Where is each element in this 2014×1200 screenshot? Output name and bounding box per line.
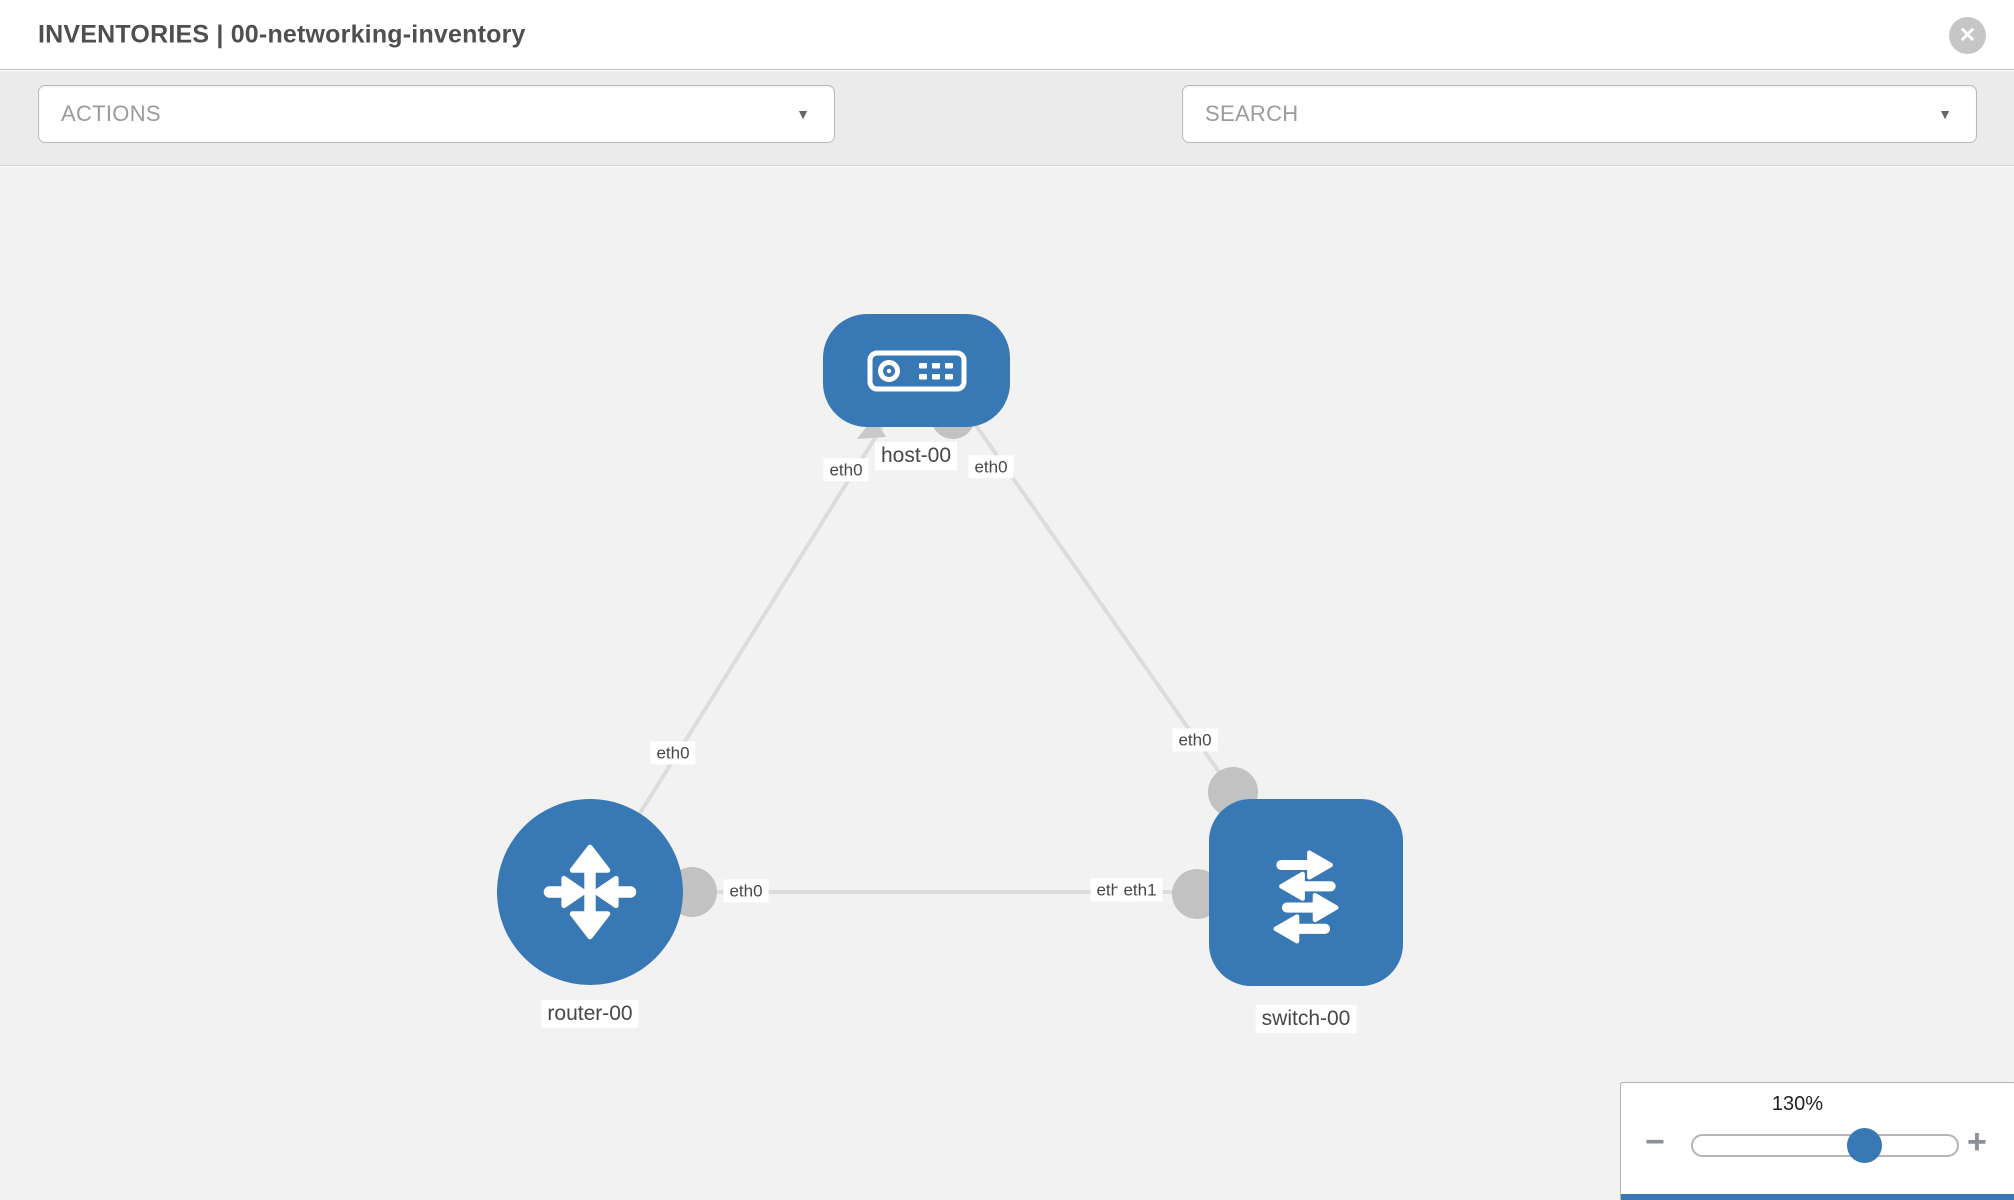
- interface-label: eth0: [968, 455, 1014, 479]
- node-label-router: router-00: [541, 999, 639, 1029]
- interface-label: eth1: [1117, 878, 1163, 902]
- actions-dropdown-label: ACTIONS: [61, 101, 161, 126]
- zoom-out-button[interactable]: −: [1645, 1123, 1665, 1161]
- router-icon: [543, 844, 637, 940]
- node-router-00[interactable]: [497, 799, 683, 985]
- zoom-level-value: 130%: [1771, 1093, 1824, 1115]
- toolbar: ACTIONS ▼ SEARCH ▼: [0, 71, 2014, 205]
- zoom-in-button[interactable]: +: [1967, 1123, 1987, 1161]
- links-layer: [598, 395, 1258, 919]
- node-switch-00[interactable]: [1209, 799, 1403, 986]
- close-button[interactable]: ✕: [1949, 17, 1986, 54]
- switch-icon: [1273, 849, 1339, 943]
- chevron-down-icon: ▼: [1938, 106, 1952, 122]
- node-host-00[interactable]: [823, 314, 1010, 427]
- page-title: INVENTORIES | 00-networking-inventory: [38, 20, 526, 48]
- link-host-router: [598, 420, 887, 879]
- interface-label: eth0: [723, 879, 769, 903]
- node-label-switch: switch-00: [1255, 1004, 1357, 1034]
- zoom-slider-thumb[interactable]: [1847, 1128, 1882, 1163]
- arrowhead-host-left: [857, 417, 886, 439]
- interface-label: eth0: [650, 741, 696, 765]
- actions-dropdown[interactable]: ACTIONS ▼: [38, 85, 835, 143]
- close-icon: ✕: [1958, 24, 1977, 47]
- corner-accent-bar: [1621, 1194, 2014, 1200]
- interface-label: eth0: [1172, 728, 1218, 752]
- search-dropdown-label: SEARCH: [1205, 101, 1299, 126]
- search-dropdown[interactable]: SEARCH ▼: [1182, 85, 1977, 143]
- zoom-widget: 130% − +: [1620, 1082, 2014, 1200]
- topology-canvas[interactable]: eth0 host-00 eth0 eth0 eth0 eth0 eth0 et…: [0, 167, 2014, 1200]
- breadcrumb-header: INVENTORIES | 00-networking-inventory ✕: [0, 0, 2014, 70]
- zoom-slider-track[interactable]: [1691, 1134, 1959, 1157]
- chevron-down-icon: ▼: [796, 106, 810, 122]
- node-label-host: host-00: [874, 441, 958, 471]
- host-icon: [867, 350, 966, 391]
- interface-label: eth0: [823, 458, 869, 482]
